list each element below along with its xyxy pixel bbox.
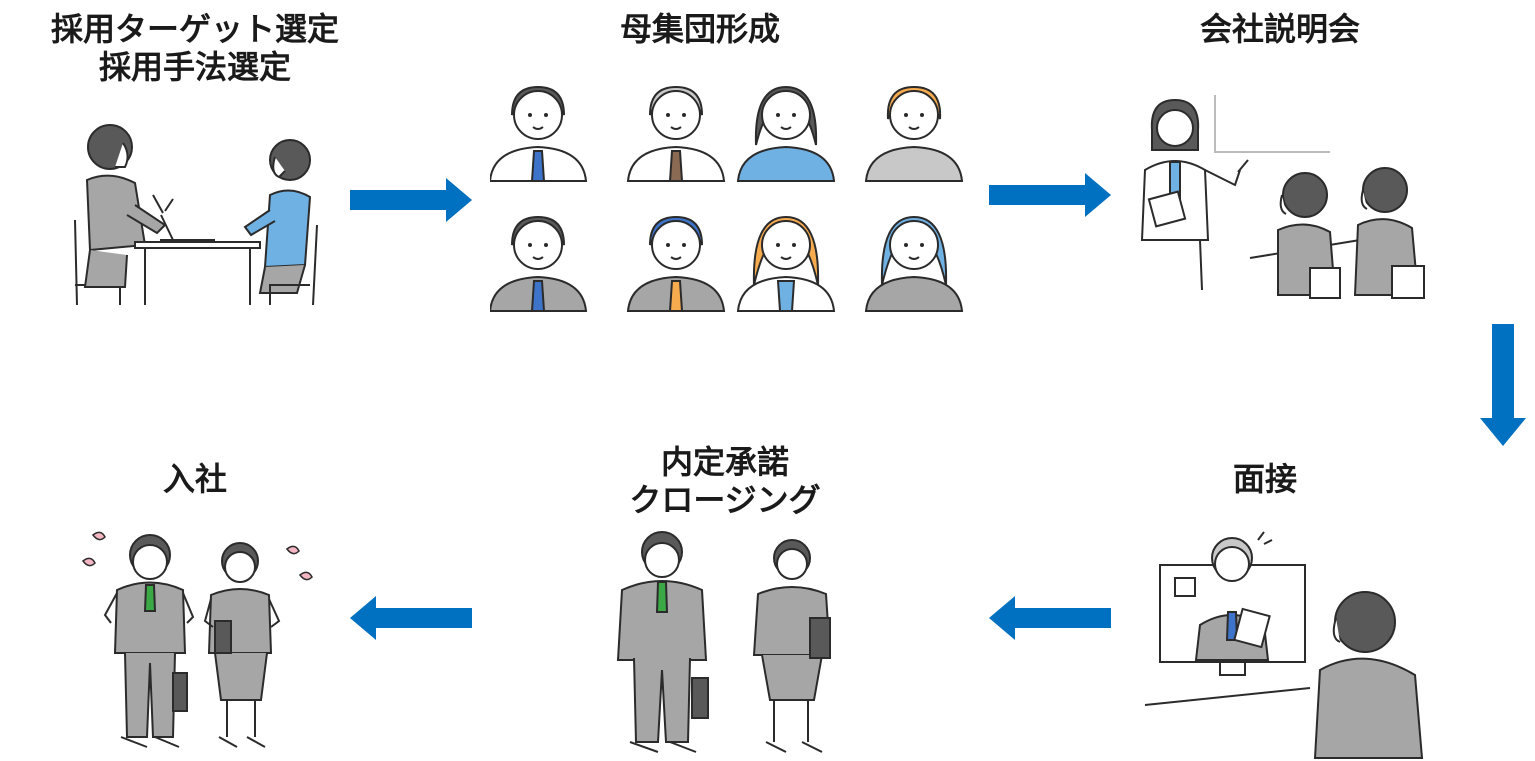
meeting-illustration	[65, 115, 330, 315]
arrow-left-icon	[987, 595, 1113, 641]
step-label-line: 採用手法選定	[98, 48, 291, 86]
arrow-left-icon	[348, 595, 474, 641]
step-label-line: 母集団形成	[619, 10, 780, 48]
step-label-interview: 面接	[1200, 460, 1330, 498]
sakura-petal-icon	[81, 531, 313, 581]
step-label-offer: 内定承諾 クロージング	[590, 443, 860, 519]
joining-illustration	[75, 525, 320, 760]
step-label-targeting: 採用ターゲット選定 採用手法選定	[20, 10, 370, 86]
company-briefing-illustration	[1130, 90, 1440, 305]
step-label-line: 面接	[1232, 460, 1297, 498]
step-label-line: 採用ターゲット選定	[50, 10, 339, 48]
offer-acceptance-illustration	[610, 530, 850, 760]
step-label-line: 会社説明会	[1199, 10, 1360, 48]
step-label-line: 内定承諾	[660, 443, 789, 481]
online-interview-illustration	[1140, 530, 1435, 760]
step-label-line: クロージング	[629, 481, 821, 519]
step-label-briefing: 会社説明会	[1150, 10, 1410, 48]
step-label-joining: 入社	[130, 460, 260, 498]
arrow-down-icon	[1478, 322, 1528, 448]
candidate-pool-illustration	[490, 80, 965, 315]
step-label-line: 入社	[162, 460, 227, 498]
step-label-pool: 母集団形成	[570, 10, 830, 48]
arrow-right-icon	[987, 172, 1113, 218]
arrow-right-icon	[348, 177, 474, 223]
